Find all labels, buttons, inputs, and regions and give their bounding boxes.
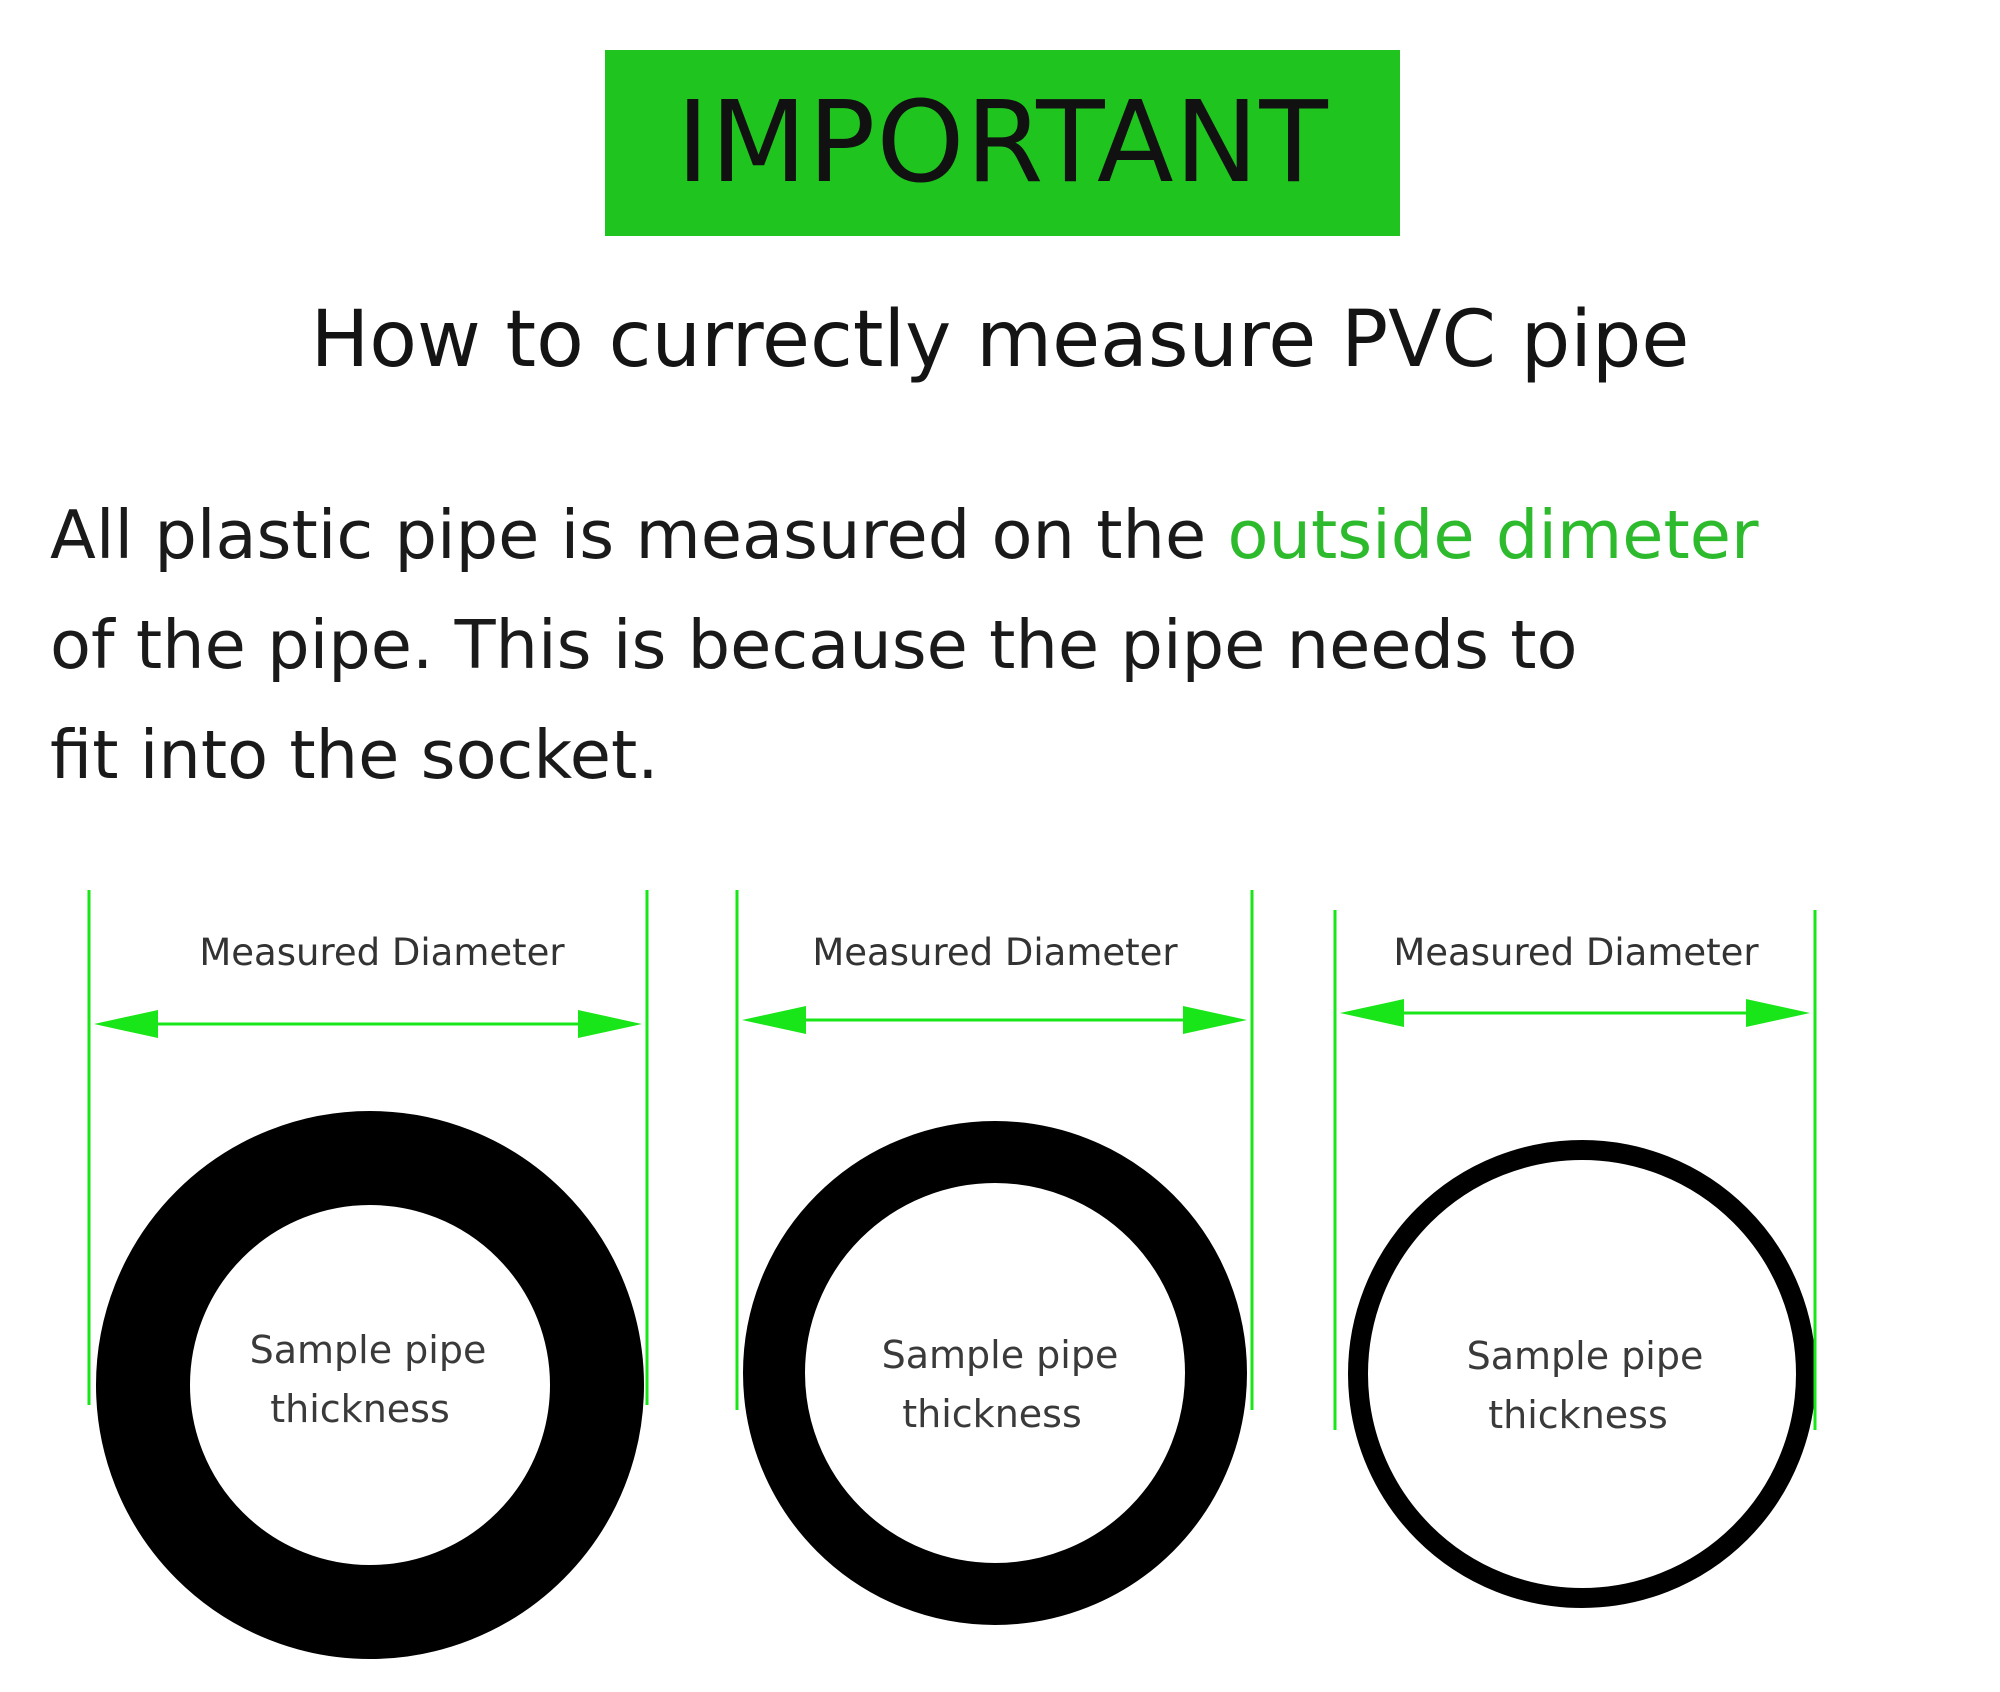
pipe-1-right-arrowhead xyxy=(578,1010,642,1038)
pipe-2-right-arrowhead xyxy=(1183,1006,1247,1034)
pipe-1-ring xyxy=(96,1111,644,1659)
paragraph-line-1-text: All plastic pipe is measured on the xyxy=(50,496,1228,574)
paragraph-line-2: of the pipe. This is because the pipe ne… xyxy=(50,606,1578,684)
pipe-2-ring xyxy=(743,1121,1247,1625)
pipe-1-inner-label-line1: Sample pipe xyxy=(250,1328,487,1372)
pipe-3-left-arrowhead xyxy=(1340,999,1404,1027)
explanation-paragraph: All plastic pipe is measured on the outs… xyxy=(50,480,1990,810)
paragraph-line-1: All plastic pipe is measured on the outs… xyxy=(50,480,1990,590)
paragraph-highlight: outside dimeter xyxy=(1227,496,1759,574)
pipe-1-left-arrowhead xyxy=(94,1010,158,1038)
page-subtitle: How to currectly measure PVC pipe xyxy=(310,295,1690,385)
important-banner: IMPORTANT xyxy=(605,50,1400,236)
pipe-2: Measured Diameter Sample pipe thickness xyxy=(735,890,1254,1625)
pipe-3: Measured Diameter Sample pipe thickness xyxy=(1333,910,1817,1608)
pipe-1-measure-label: Measured Diameter xyxy=(199,931,565,974)
pipe-3-measure-label: Measured Diameter xyxy=(1393,931,1759,974)
pipe-1: Measured Diameter Sample pipe thickness xyxy=(87,890,649,1659)
pipe-3-inner-label-line2: thickness xyxy=(1488,1393,1668,1437)
pipe-3-ring xyxy=(1348,1140,1816,1608)
pipe-2-left-arrowhead xyxy=(742,1006,806,1034)
pipe-3-inner-label-line1: Sample pipe xyxy=(1467,1334,1704,1378)
pipe-3-right-arrowhead xyxy=(1746,999,1810,1027)
banner-title: IMPORTANT xyxy=(676,78,1329,208)
paragraph-line-3: fit into the socket. xyxy=(50,716,659,794)
pipe-2-measure-label: Measured Diameter xyxy=(812,931,1178,974)
pipe-2-inner-label-line1: Sample pipe xyxy=(882,1333,1119,1377)
pipe-1-inner-label-line2: thickness xyxy=(270,1387,450,1431)
pipe-2-inner-label-line2: thickness xyxy=(902,1392,1082,1436)
